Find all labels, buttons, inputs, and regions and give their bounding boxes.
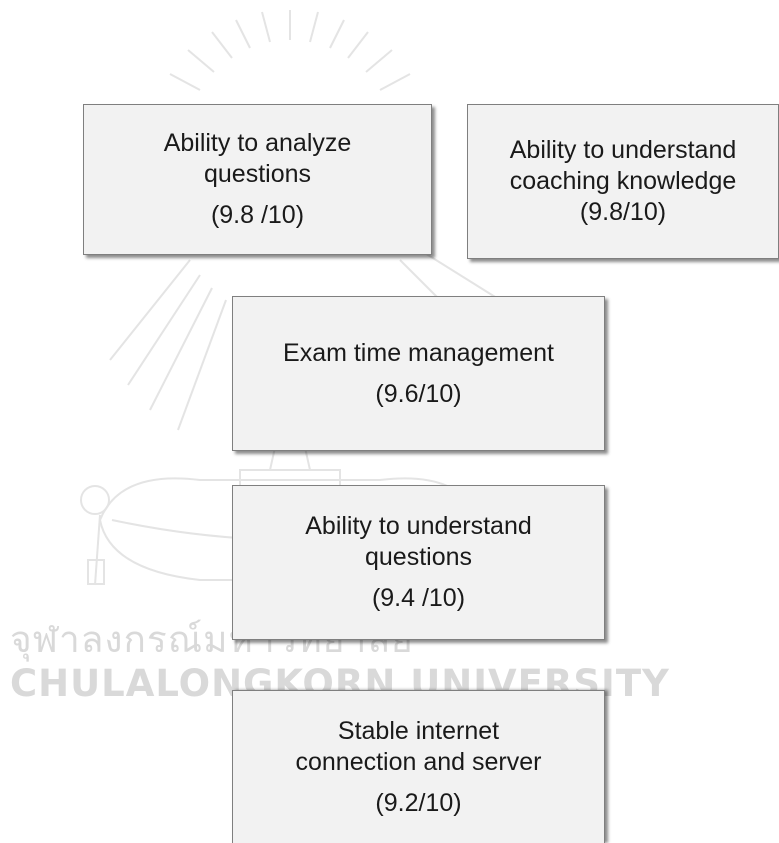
factor-box-understand-questions: Ability to understand questions (9.4 /10… <box>232 485 605 640</box>
factor-label-line-1: Exam time management <box>283 338 554 367</box>
factor-box-internet-connection: Stable internet connection and server (9… <box>232 690 605 843</box>
factor-box-understand-coaching: Ability to understand coaching knowledge… <box>467 104 779 259</box>
factor-score: (9.8/10) <box>579 198 667 226</box>
factor-label-line-2: questions <box>203 160 312 188</box>
factor-score: (9.6/10) <box>375 379 462 408</box>
factor-label-line-1: Ability to understand <box>509 136 737 164</box>
factor-box-analyze-questions: Ability to analyze questions (9.8 /10) <box>83 104 432 255</box>
factor-label-line-2: coaching knowledge <box>509 167 737 195</box>
factor-score: (9.4 /10) <box>371 584 466 612</box>
factor-label-line-1: Ability to analyze <box>163 129 352 157</box>
factor-label-line-2: connection and server <box>295 747 542 776</box>
factor-label-line-1: Stable internet <box>337 716 500 745</box>
factor-label-line-2: questions <box>364 543 473 571</box>
factor-box-exam-time-management: Exam time management (9.6/10) <box>232 296 605 451</box>
factor-label-line-1: Ability to understand <box>305 512 532 540</box>
factor-score: (9.2/10) <box>375 788 462 817</box>
factor-score: (9.8 /10) <box>210 201 305 229</box>
